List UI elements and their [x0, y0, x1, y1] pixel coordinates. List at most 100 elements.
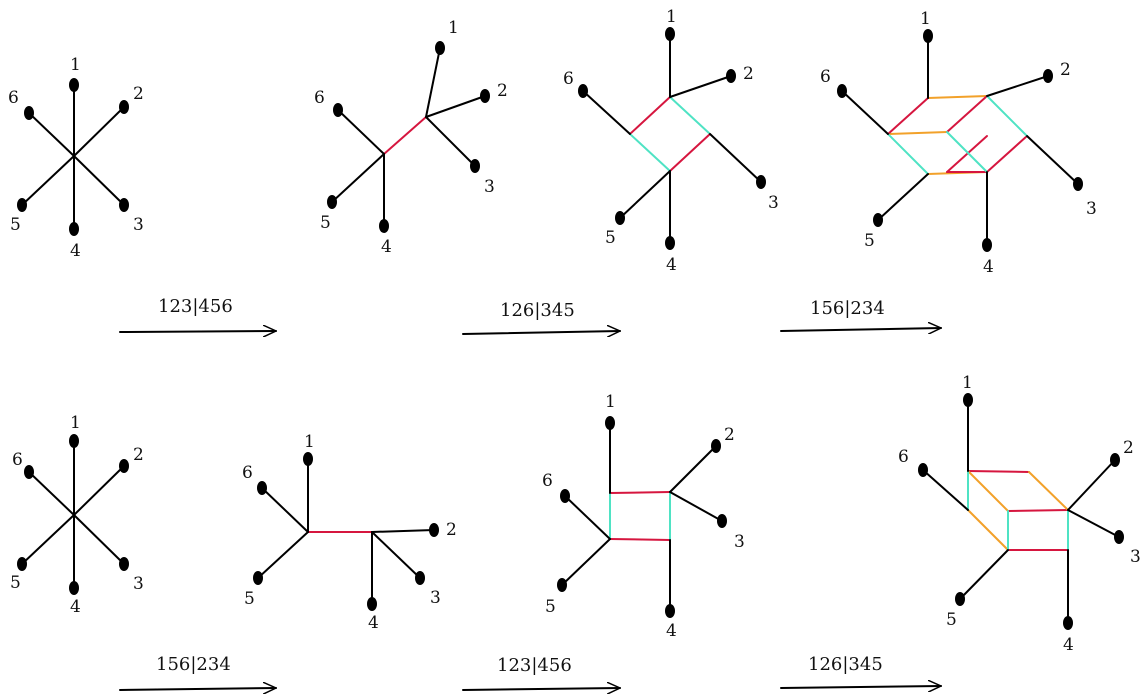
- arrow-bottom-3: 126|345: [780, 654, 941, 688]
- leaf-label-4: 4: [70, 241, 81, 261]
- split-label: 156|234: [810, 298, 885, 319]
- leaf-node: [327, 195, 337, 209]
- leaf-node: [333, 103, 343, 117]
- leaf-label-4: 4: [70, 597, 81, 617]
- leaf-node: [605, 416, 615, 430]
- leaf-label-1: 1: [962, 373, 973, 393]
- leaf-label-1: 1: [448, 18, 459, 38]
- leaf-node: [69, 581, 79, 595]
- leaf-label-2: 2: [1123, 438, 1134, 458]
- leaf-label-3: 3: [133, 574, 144, 594]
- leaf-label-2: 2: [133, 445, 144, 465]
- graph-top-4: 1 2 3 4 5 6: [820, 9, 1097, 277]
- split-label: 123|456: [158, 296, 233, 317]
- leaf-label-2: 2: [446, 520, 457, 540]
- leaf-node: [17, 198, 27, 212]
- leaf-node: [119, 459, 129, 473]
- leaf-label-2: 2: [724, 425, 735, 445]
- leaf-label-6: 6: [820, 67, 831, 87]
- graph-top-1-star: 1 2 3 4 5 6: [8, 55, 144, 261]
- leaf-label-5: 5: [946, 610, 957, 630]
- leaf-node: [17, 557, 27, 571]
- leaf-label-4: 4: [666, 255, 677, 275]
- arrow-top-1: 123|456: [119, 296, 276, 332]
- leaf-node: [379, 219, 389, 233]
- leaf-node: [429, 523, 439, 537]
- leaf-label-1: 1: [920, 9, 931, 29]
- leaf-node: [726, 69, 736, 83]
- leaf-label-4: 4: [983, 257, 994, 277]
- leaf-node: [557, 578, 567, 592]
- arrow-top-3: 156|234: [780, 298, 941, 331]
- leaf-label-4: 4: [381, 237, 392, 257]
- leaf-node: [560, 489, 570, 503]
- leaf-node: [665, 604, 675, 618]
- leaf-node: [982, 238, 992, 252]
- leaf-node: [435, 41, 445, 55]
- graph-bottom-4: 1 2 3 4 5 6: [898, 373, 1141, 655]
- split-label: 123|456: [497, 655, 572, 676]
- leaf-node: [24, 465, 34, 479]
- graph-bottom-2: 1 2 3 4 5 6: [242, 432, 457, 633]
- leaf-node: [119, 100, 129, 114]
- leaf-node: [69, 78, 79, 92]
- leaf-node: [470, 159, 480, 173]
- leaf-label-4: 4: [368, 613, 379, 633]
- arrow-top-2: 126|345: [462, 300, 620, 334]
- leaf-label-5: 5: [545, 597, 556, 617]
- graph-bottom-3: 1 2 3 4 5 6: [542, 392, 745, 641]
- leaf-node: [303, 452, 313, 466]
- leaf-label-5: 5: [244, 589, 255, 609]
- arrow-bottom-1: 156|234: [119, 654, 276, 690]
- leaf-node: [480, 89, 490, 103]
- leaf-label-1: 1: [304, 432, 315, 452]
- leaf-node: [955, 592, 965, 606]
- leaf-node: [24, 106, 34, 120]
- leaf-node: [963, 393, 973, 407]
- leaf-node: [615, 211, 625, 225]
- leaf-label-1: 1: [70, 413, 81, 433]
- leaf-label-6: 6: [12, 450, 23, 470]
- leaf-node: [367, 597, 377, 611]
- leaf-label-5: 5: [10, 573, 21, 593]
- leaf-node: [253, 571, 263, 585]
- leaf-label-3: 3: [1130, 547, 1141, 567]
- leaf-label-3: 3: [133, 215, 144, 235]
- leaf-label-1: 1: [70, 55, 81, 75]
- leaf-node: [1110, 453, 1120, 467]
- leaf-node: [918, 463, 928, 477]
- leaf-node: [69, 434, 79, 448]
- graph-bottom-1-star: 1 2 3 4 5 6: [10, 413, 144, 617]
- leaf-label-4: 4: [666, 621, 677, 641]
- leaf-label-2: 2: [497, 81, 508, 101]
- leaf-node: [1114, 530, 1124, 544]
- leaf-label-6: 6: [8, 88, 19, 108]
- leaf-label-6: 6: [898, 447, 909, 467]
- leaf-label-6: 6: [242, 463, 253, 483]
- leaf-label-6: 6: [563, 69, 574, 89]
- leaf-label-1: 1: [666, 7, 677, 27]
- leaf-label-3: 3: [734, 532, 745, 552]
- leaf-node: [119, 198, 129, 212]
- leaf-node: [1073, 177, 1083, 191]
- leaf-label-6: 6: [314, 88, 325, 108]
- leaf-node: [756, 175, 766, 189]
- leaf-node: [1063, 616, 1073, 630]
- graph-top-2: 1 2 3 4 5 6: [314, 18, 508, 257]
- leaf-label-3: 3: [484, 177, 495, 197]
- leaf-node: [717, 514, 727, 528]
- leaf-label-3: 3: [1086, 199, 1097, 219]
- leaf-label-6: 6: [542, 471, 553, 491]
- leaf-label-3: 3: [430, 588, 441, 608]
- leaf-label-5: 5: [864, 231, 875, 251]
- graph-top-3: 1 2 3 4 5 6: [563, 7, 779, 275]
- split-label: 126|345: [808, 654, 883, 675]
- leaf-label-4: 4: [1063, 635, 1074, 655]
- leaf-node: [873, 213, 883, 227]
- leaf-node: [1043, 69, 1053, 83]
- leaf-node: [923, 29, 933, 43]
- leaf-node: [665, 27, 675, 41]
- leaf-label-2: 2: [743, 64, 754, 84]
- leaf-label-3: 3: [768, 193, 779, 213]
- leaf-label-2: 2: [133, 84, 144, 104]
